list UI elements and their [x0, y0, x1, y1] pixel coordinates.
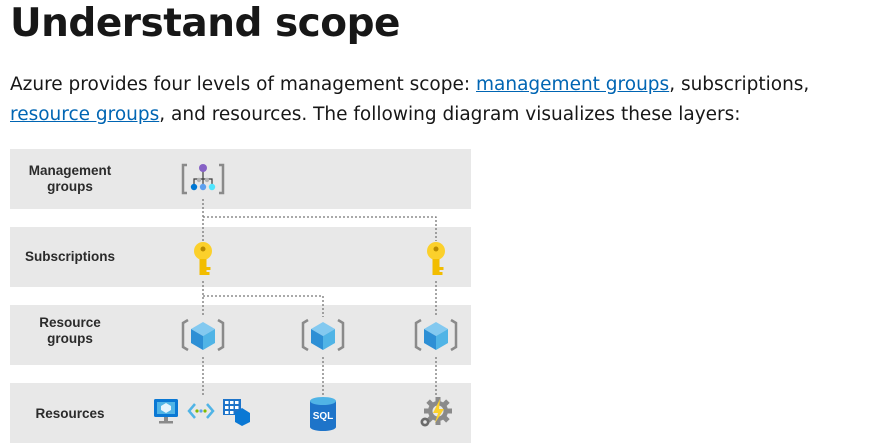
virtual-machine-monitor-icon: [154, 399, 178, 424]
scope-diagram: Management groups Subscriptions Resource…: [10, 149, 471, 443]
band-label-line1: Resource: [39, 315, 101, 330]
subscription-key-icon: [194, 242, 212, 275]
diagram-graphics: SQL: [154, 163, 458, 431]
sql-label: SQL: [313, 411, 334, 422]
sql-database-icon: SQL: [310, 397, 336, 431]
band-label-line1: Management: [28, 163, 112, 178]
management-groups-band: Management groups: [10, 149, 471, 209]
resource-group-cube-icon: [414, 318, 458, 352]
band-label-resources: Resources: [35, 406, 105, 421]
connector-sub1-to-rg2: [203, 295, 324, 317]
management-group-icon: [181, 163, 225, 195]
network-grid-icon: [223, 399, 250, 426]
band-label-subscriptions: Subscriptions: [24, 249, 115, 264]
subscriptions-band: Subscriptions: [10, 227, 471, 287]
connector-lines: [202, 199, 437, 397]
resource-groups-band: Resource groups: [10, 305, 471, 365]
intro-text-before: Azure provides four levels of management…: [10, 74, 476, 95]
intro-text-after: , and resources. The following diagram v…: [159, 104, 741, 125]
resource-group-cube-icon: [301, 318, 345, 352]
band-label-resource-groups: Resource groups: [10, 315, 130, 347]
intro-text-middle: , subscriptions,: [669, 74, 810, 95]
resource-group-cube-icon: [181, 318, 225, 352]
connector-mg-to-sub2: [203, 216, 437, 241]
band-label-line2: groups: [47, 331, 93, 346]
management-groups-link[interactable]: management groups: [476, 74, 670, 95]
function-app-gear-icon: [420, 397, 452, 427]
virtual-network-icon: [187, 403, 215, 419]
band-label-management-groups: Management groups: [10, 163, 130, 195]
resource-groups-link[interactable]: resource groups: [10, 104, 160, 125]
intro-paragraph: Azure provides four levels of management…: [10, 70, 890, 130]
subscription-key-icon: [427, 242, 445, 275]
band-label-line2: groups: [47, 179, 93, 194]
page-title: Understand scope: [10, 1, 400, 46]
